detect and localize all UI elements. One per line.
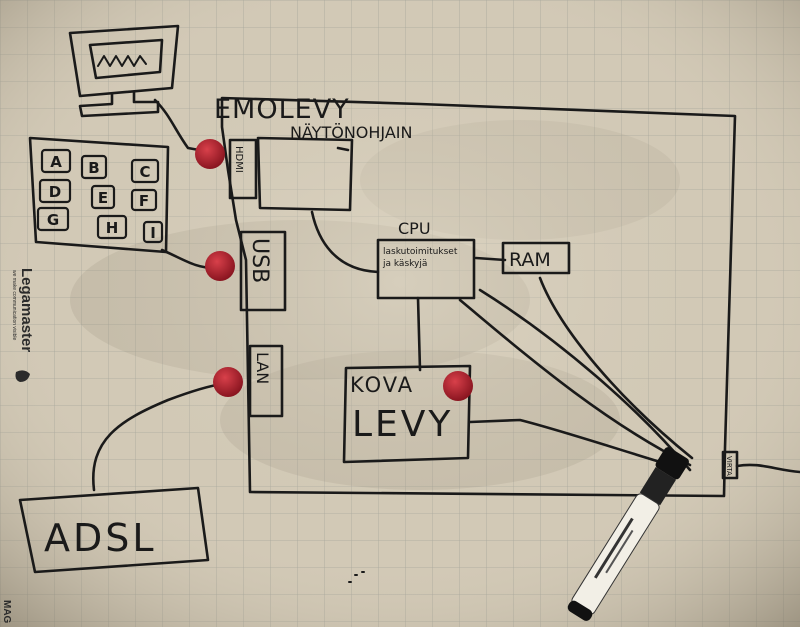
magnet-lan[interactable] [213, 367, 243, 397]
key-b: B [88, 159, 99, 177]
magnets [195, 139, 473, 401]
disk-label-line1: KOVA [350, 373, 414, 397]
key-d: D [49, 183, 61, 201]
monitor-outline [68, 24, 180, 98]
disk-label-line2: LEVY [352, 404, 453, 445]
key-e: E [98, 189, 108, 207]
brand-logo-icon [15, 370, 30, 382]
key-c: C [139, 163, 150, 181]
corner-text: MAG [1, 600, 12, 624]
key-h: H [106, 219, 119, 237]
ram-label: RAM [509, 249, 551, 271]
brand-name: Legamaster [18, 268, 35, 352]
adsl-outline [18, 486, 210, 574]
cpu-label: CPU [398, 219, 431, 238]
motherboard-outline [220, 96, 737, 498]
usb-label: USB [247, 238, 272, 283]
key-f: F [139, 192, 149, 210]
key-g: G [47, 211, 59, 229]
harddisk-outline [342, 364, 472, 464]
magnet-hdmi[interactable] [195, 139, 225, 169]
magnet-usb[interactable] [205, 251, 235, 281]
lan-label: LAN [253, 352, 272, 384]
hdmi-label: HDMI [233, 146, 244, 173]
cpu-outline [376, 238, 476, 300]
key-a: A [50, 153, 62, 171]
board-label: EMOLEVY [214, 94, 350, 125]
key-i: I [150, 224, 156, 242]
cpu-sublabel-2: ja käskyjä [382, 259, 427, 269]
gpu-outline [256, 136, 354, 212]
brand-tagline: we make communication visible [11, 270, 17, 341]
adsl-label: ADSL [44, 516, 157, 560]
power-label: VIRTA [725, 456, 733, 476]
gpu-label: NÄYTÖNOHJAIN [290, 123, 412, 142]
magnet-disk[interactable] [443, 371, 473, 401]
marker-pen[interactable] [565, 446, 690, 624]
ram-outline [501, 241, 571, 275]
cpu-sublabel-1: laskutoimitukset [383, 247, 458, 257]
